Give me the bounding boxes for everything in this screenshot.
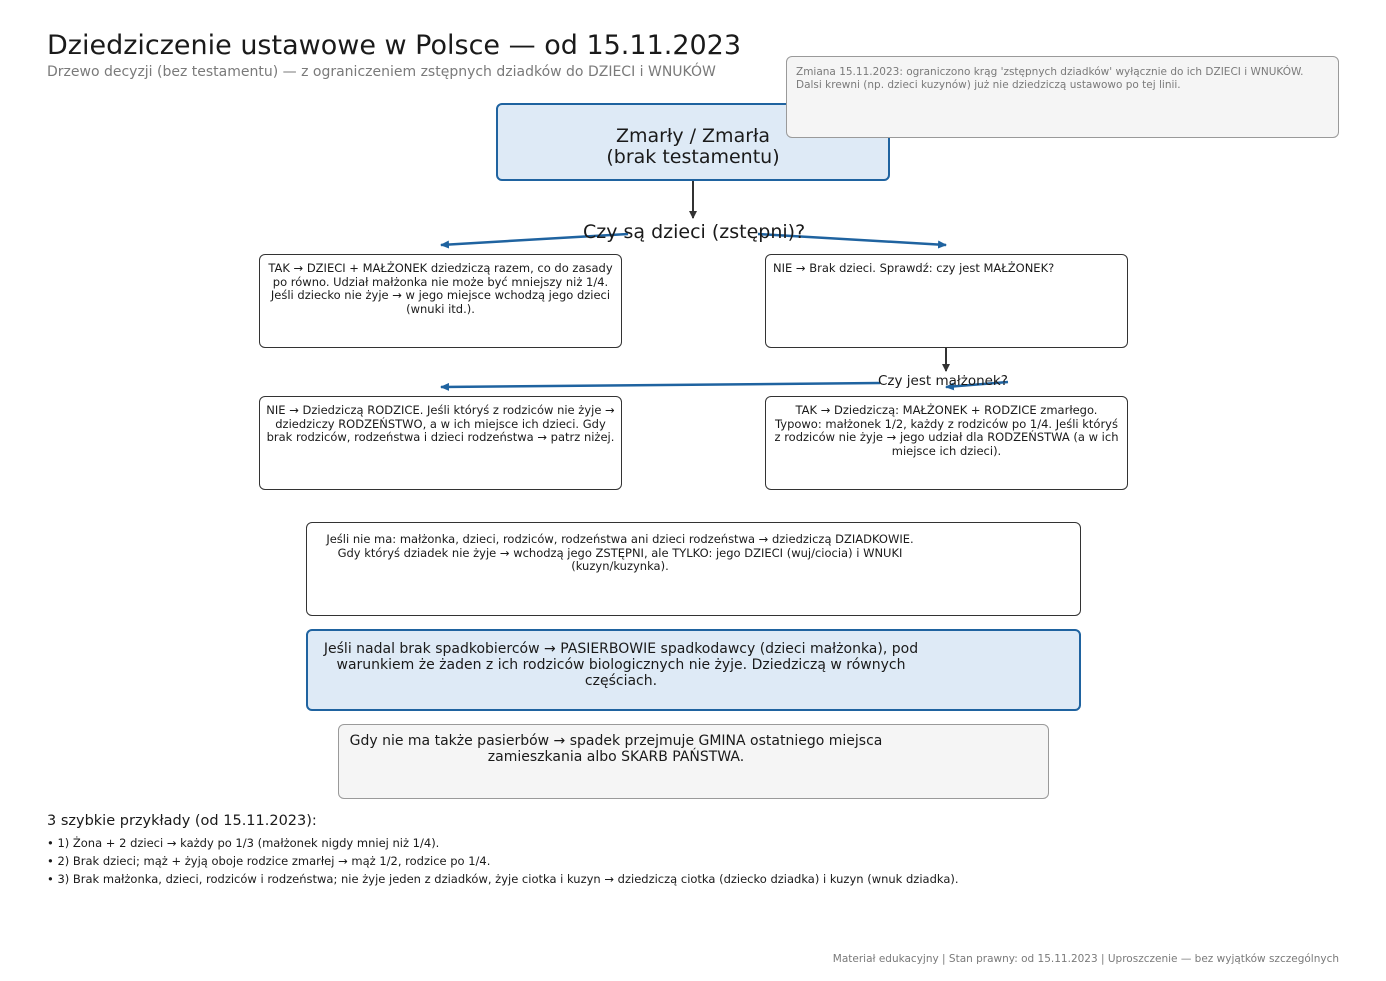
root-line1: Zmarły / Zmarła — [615, 125, 771, 147]
grandparents-text: Jeśli nie ma: małżonka, dzieci, rodziców… — [326, 532, 914, 573]
root-line2: (brak testamentu) — [606, 146, 780, 168]
examples-list: • 1) Żona + 2 dzieci → każdy po 1/3 (mał… — [47, 834, 959, 888]
node-no-children: NIE → Brak dzieci. Sprawdź: czy jest MAŁ… — [765, 254, 1128, 348]
node-no-spouse: NIE → Dziedziczą RODZICE. Jeśli któryś z… — [259, 396, 622, 490]
arrow-question1-to-tak — [440, 232, 629, 249]
change-note: Zmiana 15.11.2023: ograniczono krąg 'zst… — [786, 56, 1339, 138]
node-stepchildren: Jeśli nadal brak spadkobierców → PASIERB… — [306, 629, 1081, 711]
question-children: Czy są dzieci (zstępni)? — [583, 221, 806, 243]
arrow-question2-to-tak — [945, 380, 1009, 391]
node-gmina: Gdy nie ma także pasierbów → spadek prze… — [338, 724, 1049, 799]
example-item: • 2) Brak dzieci; mąż + żyją oboje rodzi… — [47, 854, 491, 868]
footer-text: Materiał edukacyjny | Stan prawny: od 15… — [832, 953, 1339, 965]
page-title: Dziedziczenie ustawowe w Polsce — od 15.… — [47, 30, 742, 61]
example-item: • 1) Żona + 2 dzieci → każdy po 1/3 (mał… — [47, 836, 440, 850]
stepchildren-text: Jeśli nadal brak spadkobierców → PASIERB… — [323, 641, 919, 689]
question-spouse: Czy jest małżonek? — [878, 373, 1008, 389]
example-item: • 3) Brak małżonka, dzieci, rodziców i r… — [47, 872, 959, 886]
node-yes-spouse: TAK → Dziedziczą: MAŁŻONEK + RODZICE zma… — [765, 396, 1128, 490]
arrow-question1-to-nie — [757, 232, 947, 249]
gmina-text: Gdy nie ma także pasierbów → spadek prze… — [349, 733, 883, 765]
arrow-question2-to-nie — [440, 381, 881, 391]
node-yes-children: TAK → DZIECI + MAŁŻONEK dziedziczą razem… — [259, 254, 622, 348]
examples-title: 3 szybkie przykłady (od 15.11.2023): — [47, 813, 317, 829]
page-subtitle: Drzewo decyzji (bez testamentu) — z ogra… — [47, 64, 716, 80]
node-grandparents: Jeśli nie ma: małżonka, dzieci, rodziców… — [306, 522, 1081, 616]
